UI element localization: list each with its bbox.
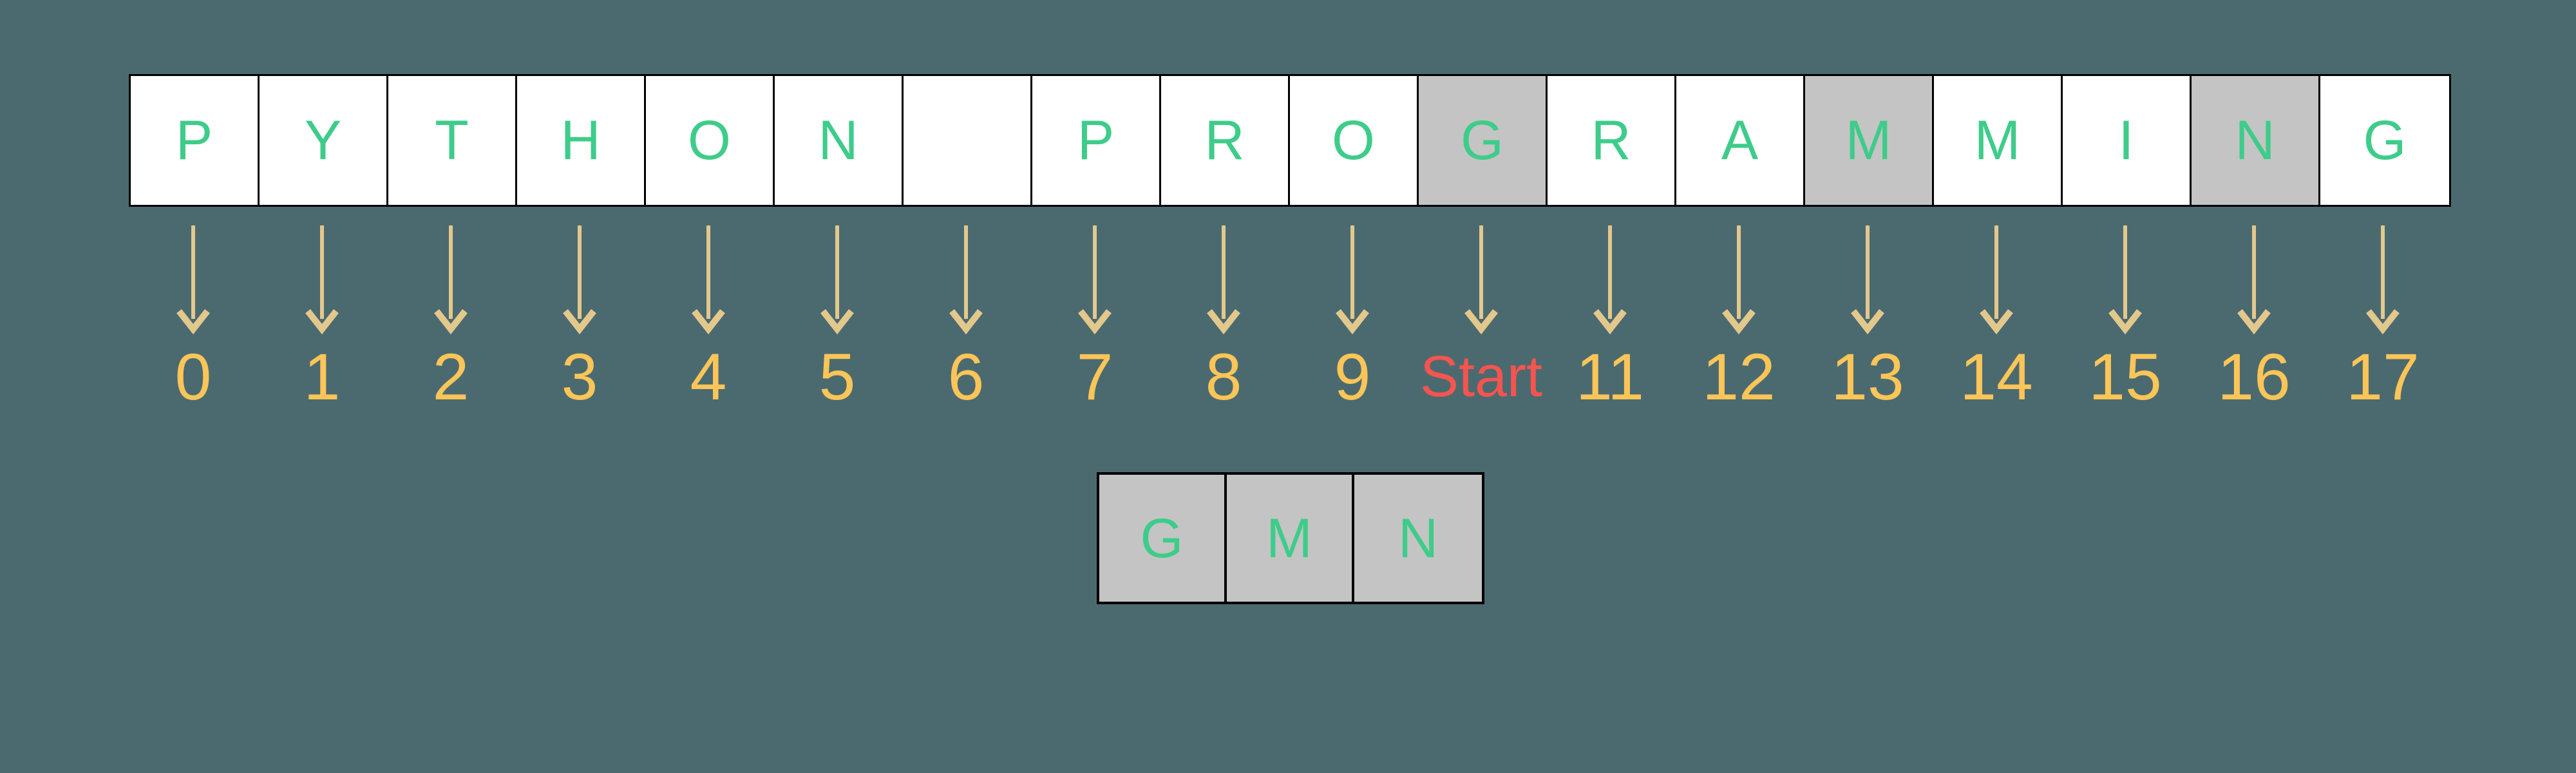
char-cell	[904, 76, 1032, 205]
down-arrow-icon	[258, 222, 386, 335]
down-arrow-icon	[1030, 222, 1159, 335]
result-cell: N	[1354, 475, 1482, 602]
char-cell: H	[517, 76, 646, 205]
index-label: 2	[432, 340, 469, 414]
down-arrow-icon	[386, 222, 515, 335]
char-cell: G	[2320, 76, 2449, 205]
char-cell: O	[1290, 76, 1419, 205]
index-label: 7	[1076, 340, 1113, 414]
down-arrow-icon	[1932, 222, 2061, 335]
down-arrow-icon	[1546, 222, 1674, 335]
start-marker-label: Start	[1419, 345, 1543, 409]
down-arrow-icon	[1288, 222, 1417, 335]
index-arrow-row	[129, 222, 2447, 335]
char-cell-highlighted: G	[1419, 76, 1548, 205]
char-cell: Y	[260, 76, 388, 205]
index-label: 14	[1960, 340, 2033, 414]
down-arrow-icon	[773, 222, 902, 335]
down-arrow-icon	[1417, 222, 1546, 335]
index-label: 5	[819, 340, 856, 414]
result-cell: M	[1227, 475, 1354, 602]
down-arrow-icon	[2061, 222, 2190, 335]
down-arrow-icon	[1803, 222, 1932, 335]
char-cell: R	[1548, 76, 1676, 205]
index-label: 1	[303, 340, 341, 414]
char-cell: M	[1934, 76, 2063, 205]
index-label: 16	[2217, 340, 2291, 414]
index-label: 9	[1334, 340, 1371, 414]
char-cell: P	[131, 76, 260, 205]
down-arrow-icon	[1674, 222, 1803, 335]
char-cell: R	[1161, 76, 1290, 205]
char-cell: A	[1676, 76, 1805, 205]
index-label: 11	[1576, 340, 1644, 414]
char-cell-highlighted: M	[1805, 76, 1934, 205]
index-label: 13	[1831, 340, 1904, 414]
char-cell: T	[388, 76, 517, 205]
char-cell-highlighted: N	[2192, 76, 2320, 205]
index-label: 6	[947, 340, 985, 414]
down-arrow-icon	[129, 222, 258, 335]
down-arrow-icon	[644, 222, 773, 335]
index-label: 4	[690, 340, 727, 414]
index-label: 3	[561, 340, 598, 414]
char-cell: P	[1032, 76, 1161, 205]
index-label: 8	[1205, 340, 1242, 414]
index-label: 15	[2088, 340, 2162, 414]
down-arrow-icon	[2190, 222, 2318, 335]
char-cell: O	[646, 76, 775, 205]
index-label: 0	[175, 340, 212, 414]
down-arrow-icon	[2318, 222, 2447, 335]
down-arrow-icon	[1159, 222, 1288, 335]
index-label: 17	[2346, 340, 2420, 414]
char-cell: N	[775, 76, 904, 205]
down-arrow-icon	[515, 222, 644, 335]
index-label: 12	[1702, 340, 1776, 414]
char-cell: I	[2063, 76, 2192, 205]
result-cell: G	[1099, 475, 1227, 602]
down-arrow-icon	[902, 222, 1030, 335]
